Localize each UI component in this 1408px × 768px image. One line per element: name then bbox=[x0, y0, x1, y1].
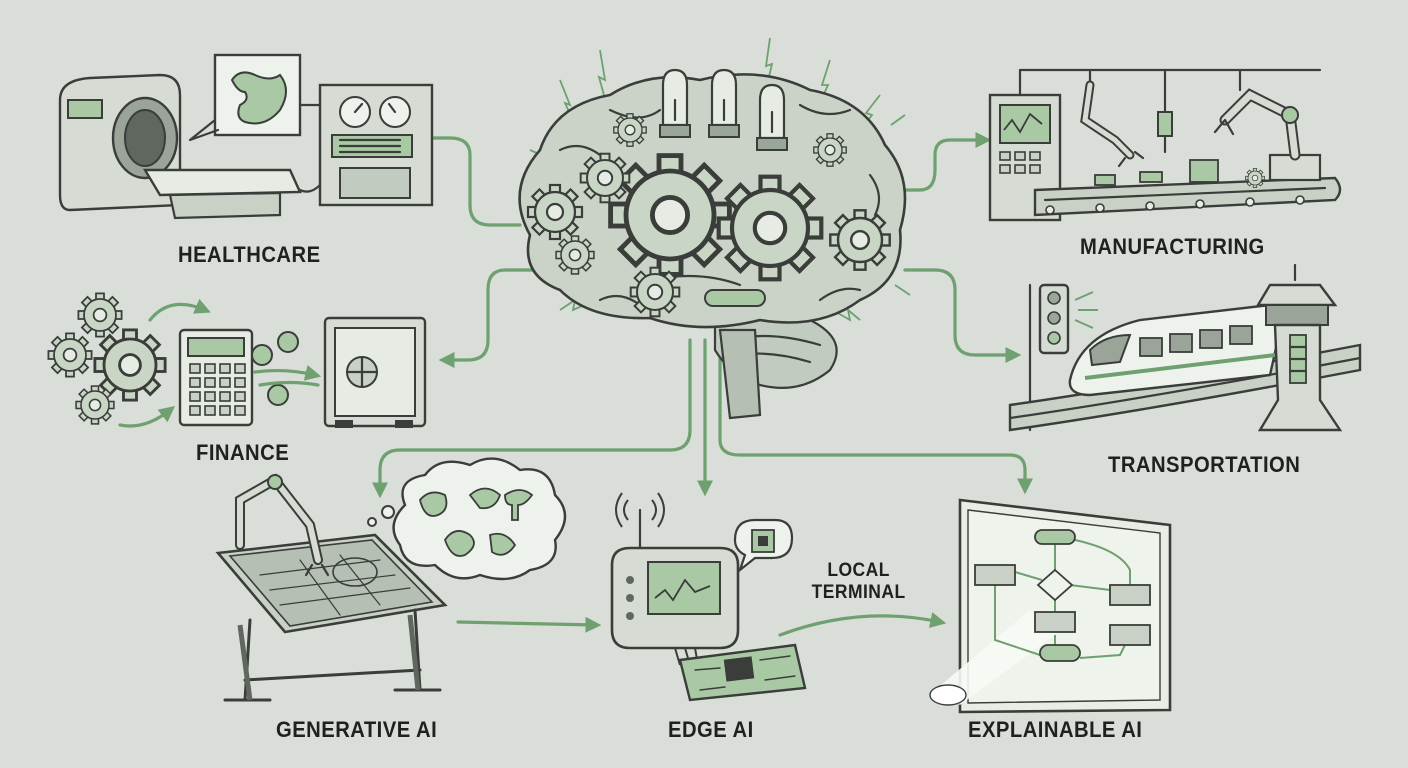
label-edge-ai: EDGE AI bbox=[668, 717, 754, 742]
mri-scanner-icon bbox=[58, 53, 434, 220]
router-chip-icon bbox=[610, 492, 807, 702]
label-local-terminal: LOCAL TERMINAL bbox=[811, 560, 906, 603]
robot-assembly-line-icon bbox=[988, 68, 1342, 222]
gears-calculator-safe-icon bbox=[47, 292, 427, 428]
label-manufacturing: MANUFACTURING bbox=[1080, 234, 1265, 259]
label-generative-ai: GENERATIVE AI bbox=[276, 717, 438, 742]
train-traffic-light-icon bbox=[1008, 263, 1362, 432]
drafting-table-robot-arm-icon bbox=[215, 457, 567, 702]
label-healthcare: HEALTHCARE bbox=[178, 242, 321, 267]
connector-arrows bbox=[372, 132, 1033, 637]
label-finance: FINANCE bbox=[196, 440, 290, 465]
label-transportation: TRANSPORTATION bbox=[1108, 452, 1301, 477]
label-explainable-ai: EXPLAINABLE AI bbox=[968, 717, 1143, 742]
flowchart-screen-icon bbox=[929, 498, 1172, 714]
brain-gears-icon bbox=[518, 37, 911, 420]
